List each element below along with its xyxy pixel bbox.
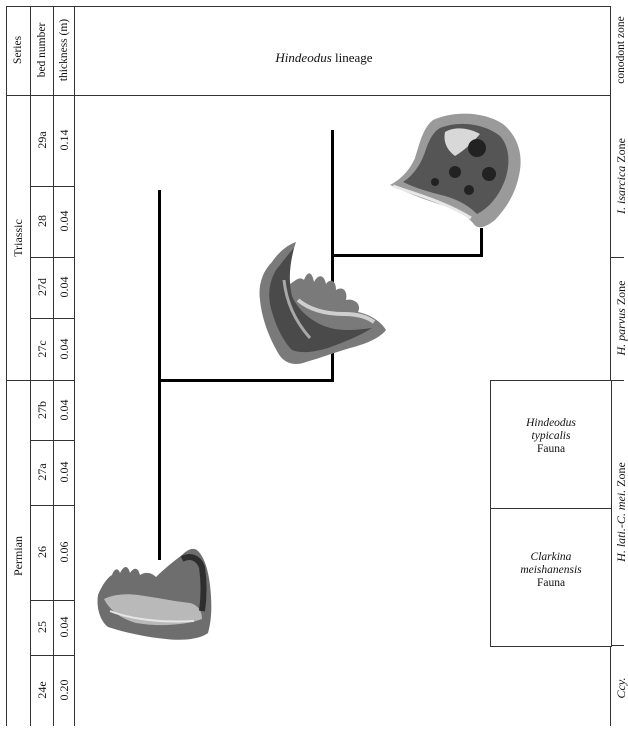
bed-number: 25	[36, 621, 48, 633]
bed-number: 27b	[36, 401, 48, 419]
fossil-isarcica-image	[385, 110, 530, 235]
zone-parvus: H. parvus Zone	[615, 281, 627, 356]
bed-number: 29a	[36, 131, 48, 148]
bed-thickness: 0.14	[58, 130, 70, 151]
bed-thickness: 0.04	[58, 339, 70, 360]
bed-thickness: 0.04	[58, 400, 70, 421]
bed-number: 27a	[36, 463, 48, 480]
zone-ccy: Ccy.	[615, 678, 627, 699]
bed-number-header: bed number	[36, 23, 48, 78]
fauna-label: Hindeodus typicalis Fauna	[491, 417, 611, 456]
lineage-title: Hindeodus lineage	[60, 50, 588, 66]
fauna-box-typicalis: Hindeodus typicalis Fauna	[490, 380, 612, 510]
bed-thickness: 0.04	[58, 617, 70, 638]
fossil-lati-image	[90, 545, 220, 645]
bed-thickness: 0.04	[58, 277, 70, 298]
lineage-genus: Hindeodus	[275, 50, 331, 65]
bed-thickness: 0.20	[58, 680, 70, 701]
fossil-parvus-image	[240, 240, 395, 375]
fauna-box-meishanensis: Clarkina meishanensis Fauna	[490, 508, 612, 647]
series-header: Series	[12, 36, 24, 64]
bed-thickness: 0.04	[58, 211, 70, 232]
bed-number: 27c	[36, 340, 48, 357]
bed-number: 26	[36, 546, 48, 558]
bed-thickness: 0.06	[58, 542, 70, 563]
series-triassic: Triassic	[12, 219, 24, 257]
bed-number: 28	[36, 215, 48, 227]
zone-isarcica: I. isarcica Zone	[615, 138, 627, 214]
bed-number: 24e	[36, 681, 48, 698]
bed-number: 27d	[36, 278, 48, 296]
fauna-label: Clarkina meishanensis Fauna	[491, 551, 611, 590]
zone-header: conodont zone	[615, 16, 627, 83]
bed-thickness: 0.04	[58, 462, 70, 483]
lineage-suffix: lineage	[332, 50, 373, 65]
zone-lati-mei: H. lati.-C. mei. Zone	[615, 462, 627, 562]
branch-trunk	[158, 190, 161, 560]
branch-connector-lower	[158, 379, 333, 382]
series-permian: Permian	[12, 536, 24, 576]
